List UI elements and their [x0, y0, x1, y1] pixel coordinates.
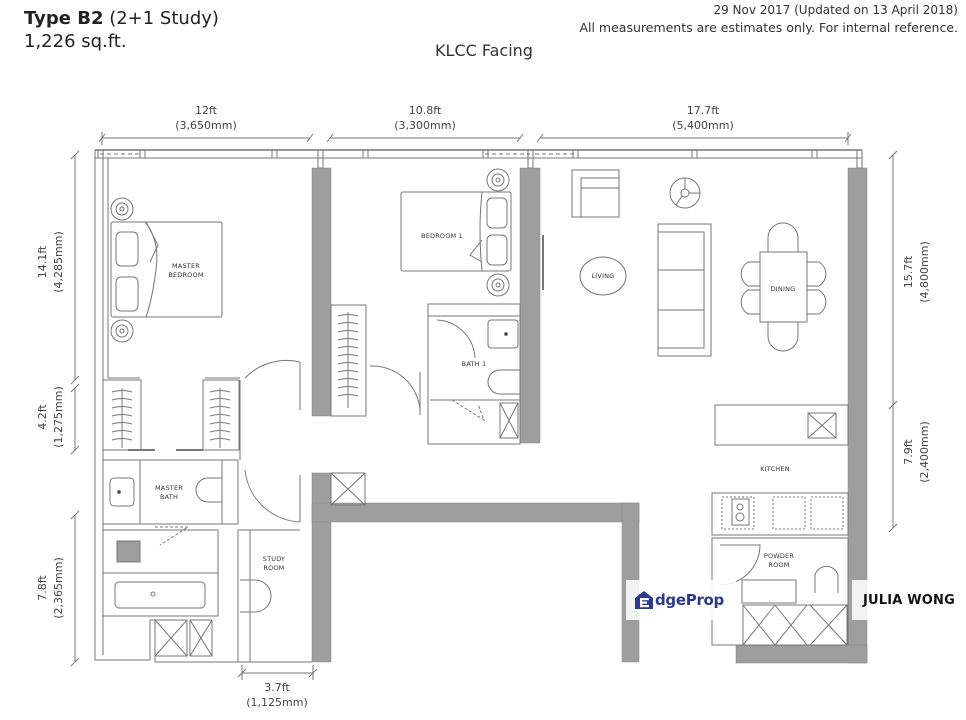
edgeprop-watermark: dgeProp: [626, 580, 736, 620]
toilet-icon: [814, 566, 839, 593]
dim-top-1-ft: 12ft: [195, 104, 218, 117]
dim-bottom-mm: (1,125mm): [246, 696, 308, 709]
agent-watermark: JULIA WONG: [852, 580, 966, 620]
coffee-table-icon: [579, 256, 627, 296]
dim-left-1-ft: 14.1ft: [36, 245, 49, 278]
facade-window: [95, 149, 863, 169]
label-master-bath-2: BATH: [160, 493, 178, 501]
wardrobe-icon: [330, 304, 367, 417]
label-powder-1: POWDER: [764, 552, 795, 560]
title-block: Type B2 (2+1 Study) 1,226 sq.ft.: [24, 8, 219, 54]
dim-left: [70, 150, 80, 667]
label-master-bedroom-1: MASTER: [172, 262, 200, 270]
dim-top-1-mm: (3,650mm): [175, 119, 237, 132]
dim-bottom-ft: 3.7ft: [264, 681, 290, 694]
unit-type-code: Type B2: [24, 8, 104, 29]
door-swing-icon: [244, 359, 301, 379]
kitchen-counter: [711, 492, 849, 536]
toilet-icon: [487, 369, 520, 395]
dim-left-3-ft: 7.8ft: [36, 575, 49, 601]
plan-date: 29 Nov 2017 (Updated on 13 April 2018): [713, 3, 958, 17]
dim-right-1-ft: 15.7ft: [902, 255, 915, 288]
label-study-2: ROOM: [263, 564, 284, 572]
brand-part-1: dge: [655, 591, 686, 609]
label-bath-1: BATH 1: [462, 360, 487, 368]
dim-left-2-ft: 4.2ft: [36, 404, 49, 430]
label-master-bedroom-2: BEDROOM: [168, 271, 203, 279]
dim-top-2-ft: 10.8ft: [409, 104, 442, 117]
door-swing-icon: [244, 469, 301, 523]
edgeprop-brand: dgeProp: [655, 591, 724, 609]
bed-icon: [400, 191, 512, 272]
master-bedroom: [108, 197, 240, 379]
sink-icon: [109, 477, 135, 507]
dimension-labels: 12ft (3,650mm) 10.8ft (3,300mm) 17.7ft (…: [36, 104, 931, 709]
duct-icon: [330, 472, 366, 506]
agent-name: JULIA WONG: [862, 592, 956, 608]
label-bedroom-1: BEDROOM 1: [421, 232, 463, 240]
label-study-1: STUDY: [263, 555, 285, 563]
dim-right-2-ft: 7.9ft: [902, 439, 915, 465]
sink-icon: [487, 319, 519, 349]
label-kitchen: KITCHEN: [760, 465, 790, 473]
master-bath: [102, 459, 239, 657]
label-master-bath-1: MASTER: [155, 484, 183, 492]
label-living: LIVING: [591, 272, 614, 280]
dim-left-2-mm: (1,275mm): [52, 386, 65, 448]
living-dining: [571, 169, 827, 357]
sofa-icon: [657, 223, 712, 357]
orientation-text: KLCC Facing: [435, 41, 533, 60]
dining-table-icon: [759, 251, 808, 323]
chair-icon: [240, 579, 272, 613]
meta-block: 29 Nov 2017 (Updated on 13 April 2018) A…: [579, 2, 958, 36]
lamp-icon: [486, 168, 510, 192]
dim-right: [888, 150, 898, 533]
dim-top: [98, 132, 852, 145]
brand-part-2: Prop: [685, 591, 725, 609]
shower-drain-icon: [116, 540, 141, 563]
dim-top-3-mm: (5,400mm): [672, 119, 734, 132]
dim-bottom: [237, 665, 318, 680]
dim-left-1-mm: (4,285mm): [52, 231, 65, 293]
bed-icon: [110, 221, 223, 318]
stove-icon: [731, 498, 750, 526]
powder-room: [711, 537, 849, 646]
unit-type: Type B2 (2+1 Study): [24, 8, 219, 30]
corridor: [237, 359, 366, 663]
lamp-icon: [486, 273, 510, 297]
orientation-label: KLCC Facing: [0, 41, 966, 60]
dim-right-2-mm: (2,400mm): [918, 421, 931, 483]
lamp-icon: [110, 319, 134, 343]
bathtub-icon: [102, 572, 219, 617]
label-powder-2: ROOM: [768, 561, 789, 569]
edgeprop-house-icon: [635, 591, 653, 609]
bedroom-1: [330, 168, 544, 417]
master-wardrobe: [102, 379, 240, 451]
room-labels: MASTER BEDROOM BEDROOM 1 BATH 1 LIVING D…: [155, 232, 795, 572]
unit-type-desc: (2+1 Study): [103, 8, 219, 29]
armchair-icon: [571, 169, 620, 218]
disclaimer: All measurements are estimates only. For…: [579, 20, 958, 35]
structural-walls: [311, 167, 868, 664]
lamp-icon: [110, 197, 134, 221]
dim-left-3-mm: (2,365mm): [52, 557, 65, 619]
dim-top-3-ft: 17.7ft: [687, 104, 720, 117]
door-swing-icon: [719, 544, 761, 586]
sink-icon: [807, 412, 837, 439]
kitchen: [711, 404, 849, 536]
unit-area: 1,226 sq.ft.: [24, 31, 127, 52]
label-dining: DINING: [771, 285, 796, 293]
dim-right-1-mm: (4,800mm): [918, 241, 931, 303]
kitchen-island: [714, 404, 849, 446]
toilet-icon: [195, 477, 222, 503]
dim-top-2-mm: (3,300mm): [394, 119, 456, 132]
door-swing-icon: [436, 319, 476, 359]
bath-1: [427, 303, 521, 445]
